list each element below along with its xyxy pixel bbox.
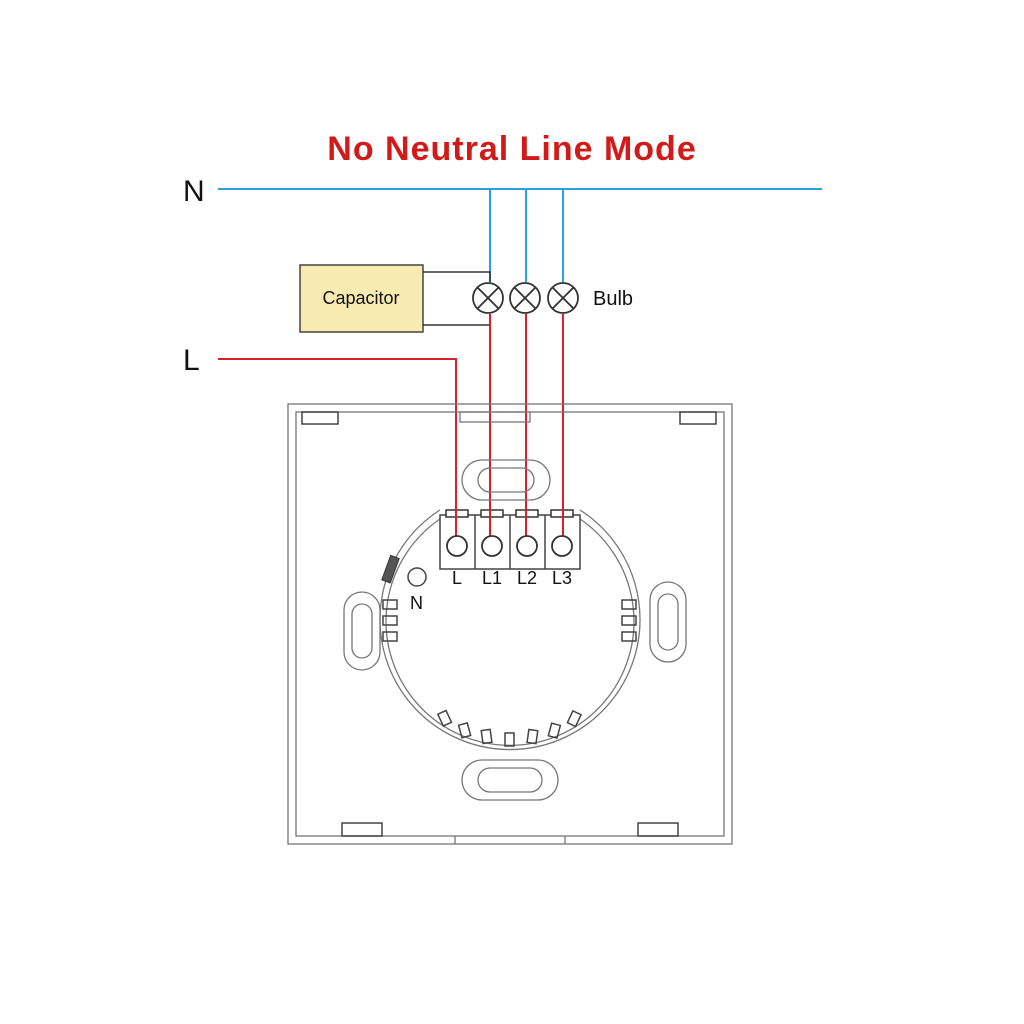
capacitor-lead-bottom (423, 316, 491, 326)
neutral-line-label: N (183, 175, 205, 208)
bulb-icon (472, 282, 504, 314)
bulb-icon (547, 282, 579, 314)
switch-back-plate (287, 403, 733, 845)
live-line-label: L (183, 344, 200, 377)
terminal-screw-l (446, 535, 468, 557)
capacitor-box (299, 264, 424, 333)
terminal-screw-l2 (516, 535, 538, 557)
capacitor-lead-top (423, 271, 491, 282)
terminal-screw-l3 (551, 535, 573, 557)
bulb-icon (509, 282, 541, 314)
live-wire (218, 358, 457, 545)
terminal-screw-l1 (481, 535, 503, 557)
capacitor-label: Capacitor (322, 288, 399, 308)
bulb-label: Bulb (593, 288, 633, 310)
diagram-title: No Neutral Line Mode (327, 130, 696, 168)
terminal-label-l: L (452, 568, 462, 588)
terminal-label-l1: L1 (482, 568, 502, 588)
terminal-label-l3: L3 (552, 568, 572, 588)
neutral-terminal-label: N (410, 593, 423, 613)
terminal-label-l2: L2 (517, 568, 537, 588)
